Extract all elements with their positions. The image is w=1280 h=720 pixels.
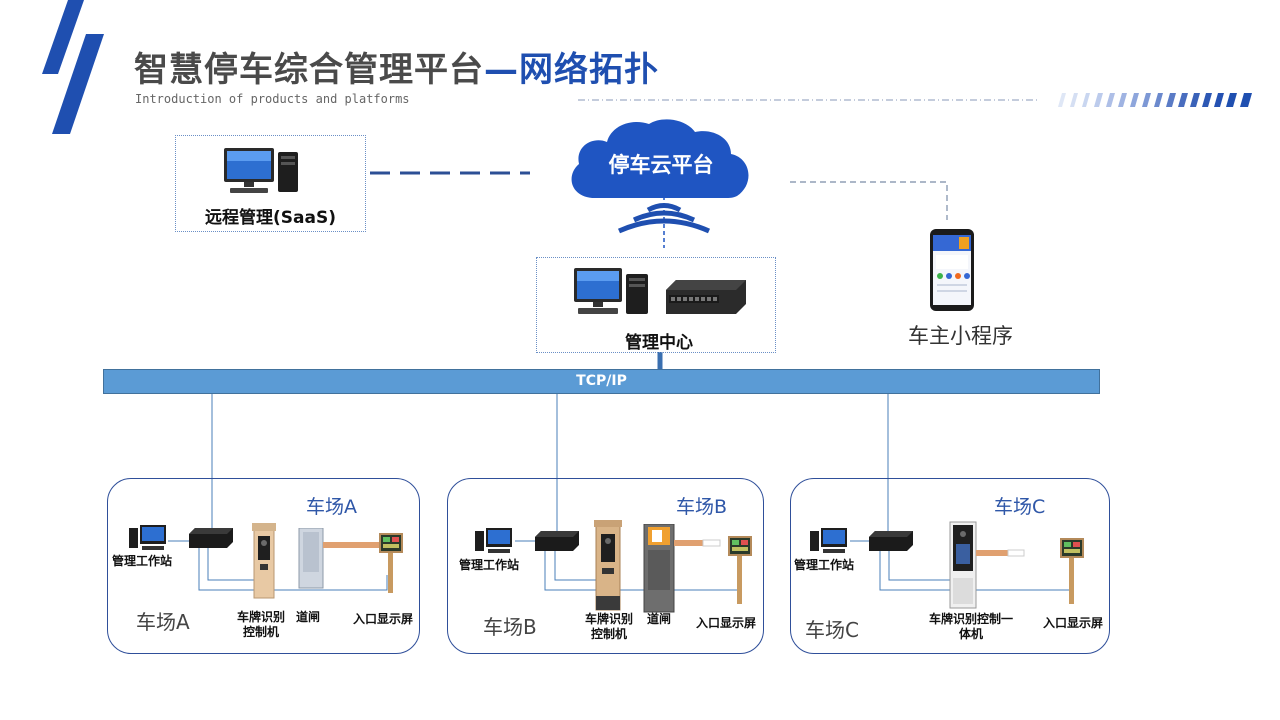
remote-management-box — [175, 135, 366, 232]
lot-b-gate-label: 道闸 — [647, 612, 672, 626]
header-stripes — [1058, 93, 1252, 107]
lot-a-gate-label: 道闸 — [296, 610, 321, 624]
plate-recognition-camera-icon — [594, 520, 622, 611]
lot-b-header: 车场B — [676, 496, 728, 518]
lot-c-display-label: 入口显示屏 — [1043, 616, 1104, 630]
lot-b-workstation-label: 管理工作站 — [459, 558, 520, 572]
lot-c-recognizer-line2: 体机 — [958, 627, 983, 641]
lot-c-workstation-label: 管理工作站 — [794, 558, 855, 572]
lot-c-footer: 车场C — [805, 618, 859, 642]
parking-lot-b-panel — [447, 478, 764, 654]
page-subtitle: Introduction of products and platforms — [135, 92, 410, 106]
all-in-one-recognition-gate-icon — [949, 521, 1025, 609]
management-center-label: 管理中心 — [625, 333, 693, 353]
cloud-platform-label: 停车云平台 — [608, 153, 714, 177]
controller-box-icon — [189, 528, 233, 548]
lot-a-recognizer-line2: 控制机 — [242, 625, 279, 639]
lot-a-workstation-label: 管理工作站 — [112, 554, 173, 568]
desktop-computer-icon — [574, 268, 648, 314]
page-title-accent: —网络拓扑 — [484, 50, 659, 90]
corner-slash-large — [52, 34, 104, 134]
remote-management-label: 远程管理(SaaS) — [205, 208, 336, 228]
barrier-gate-icon — [298, 528, 396, 589]
barrier-gate-icon — [643, 524, 721, 613]
lot-b-recognizer-label: 车牌识别 控制机 — [580, 612, 638, 642]
lot-c-header: 车场C — [994, 496, 1046, 518]
lot-a-wiring — [168, 540, 388, 591]
entrance-display-icon — [728, 536, 752, 604]
mini-program-label: 车主小程序 — [908, 324, 1013, 348]
lot-a-display-label: 入口显示屏 — [353, 612, 414, 626]
parking-lot-a-panel — [107, 478, 420, 654]
lot-a-footer: 车场A — [136, 610, 190, 634]
workstation-icon — [810, 528, 847, 553]
lot-b-recognizer-line1: 车牌识别 — [584, 612, 633, 626]
workstation-icon — [129, 525, 166, 550]
lot-b-footer: 车场B — [483, 615, 537, 639]
wireless-signal-icon — [617, 203, 711, 234]
cloud-platform-icon — [571, 119, 749, 198]
lot-b-recognizer-line2: 控制机 — [590, 627, 627, 641]
parking-lot-c-panel — [790, 478, 1110, 654]
entrance-display-icon — [379, 533, 403, 593]
lot-c-recognizer-label: 车牌识别控制一 体机 — [923, 612, 1019, 642]
page-title-main: 智慧停车综合管理平台 — [134, 50, 484, 90]
cloud-app-link — [790, 181, 948, 220]
tcp-ip-bus: TCP/IP — [103, 369, 1100, 394]
entrance-display-icon — [1060, 538, 1084, 604]
plate-recognition-camera-icon — [252, 523, 276, 599]
corner-slash-small — [42, 0, 84, 74]
desktop-computer-icon — [224, 148, 298, 193]
lot-a-recognizer-line1: 车牌识别 — [236, 610, 285, 624]
controller-box-icon — [535, 531, 579, 551]
page-title: 智慧停车综合管理平台—网络拓扑 — [134, 42, 659, 91]
mobile-phone-icon — [930, 229, 974, 311]
lot-a-recognizer-label: 车牌识别 控制机 — [232, 610, 290, 640]
lot-b-display-label: 入口显示屏 — [696, 616, 757, 630]
workstation-icon — [475, 528, 512, 553]
management-center-box — [536, 257, 776, 353]
lot-c-recognizer-line1: 车牌识别控制一 — [928, 612, 1013, 626]
server-appliance-icon — [666, 280, 746, 314]
lot-a-header: 车场A — [306, 496, 357, 518]
controller-box-icon — [869, 531, 913, 551]
